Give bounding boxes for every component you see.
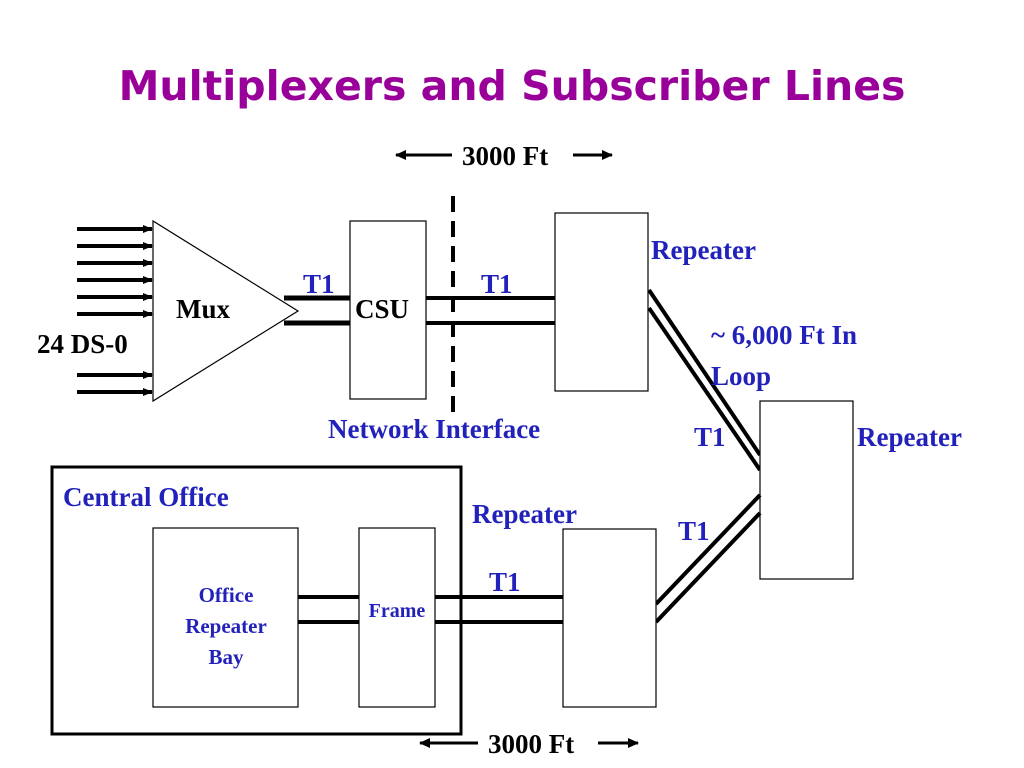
office-repeater-bay-box [152, 527, 299, 708]
repeater-right-box [759, 400, 854, 580]
ds0-input-arrows [77, 225, 153, 396]
t1-label-right-upper: T1 [694, 422, 726, 452]
csu-box [349, 220, 427, 400]
t1-label-mux-csu: T1 [303, 269, 335, 299]
t1-line-mux-csu [284, 295, 350, 326]
t1-line-frame-repeater [435, 595, 563, 624]
slide-title: Multiplexers and Subscriber Lines [118, 62, 906, 110]
mux-triangle [152, 219, 300, 403]
t1-label-right-lower: T1 [678, 516, 710, 546]
loop-label-line1: ~ 6,000 Ft In [711, 320, 857, 350]
frame-box [358, 527, 436, 708]
csu-label: CSU [355, 294, 409, 324]
ds0-input-label: 24 DS-0 [37, 329, 128, 359]
t1-line-csu-repeater [426, 296, 555, 325]
distance-label-bottom: 3000 Ft [488, 729, 574, 759]
network-interface-label: Network Interface [328, 414, 540, 444]
t1-line-loop-lower [654, 493, 762, 624]
t1-line-loop-upper [647, 288, 762, 472]
distance-label-top: 3000 Ft [462, 141, 548, 171]
frame-label: Frame [369, 600, 426, 622]
wire-bay-frame [298, 595, 359, 624]
mux-label: Mux [176, 294, 231, 324]
t1-label-bottom: T1 [489, 567, 521, 597]
office-repeater-bay-line3: Bay [208, 645, 244, 669]
repeater-bottom-label: Repeater [472, 499, 577, 529]
repeater-right-label: Repeater [857, 422, 962, 452]
t1-label-csu-repeater: T1 [481, 269, 513, 299]
repeater-bottom-box [562, 528, 657, 708]
office-repeater-bay-line1: Office [199, 583, 254, 607]
repeater-top-box [554, 212, 649, 392]
central-office-box [50, 465, 463, 736]
office-repeater-bay-line2: Repeater [185, 614, 267, 638]
loop-label-line2: Loop [711, 361, 771, 391]
central-office-label: Central Office [63, 482, 229, 512]
repeater-top-label: Repeater [651, 235, 756, 265]
